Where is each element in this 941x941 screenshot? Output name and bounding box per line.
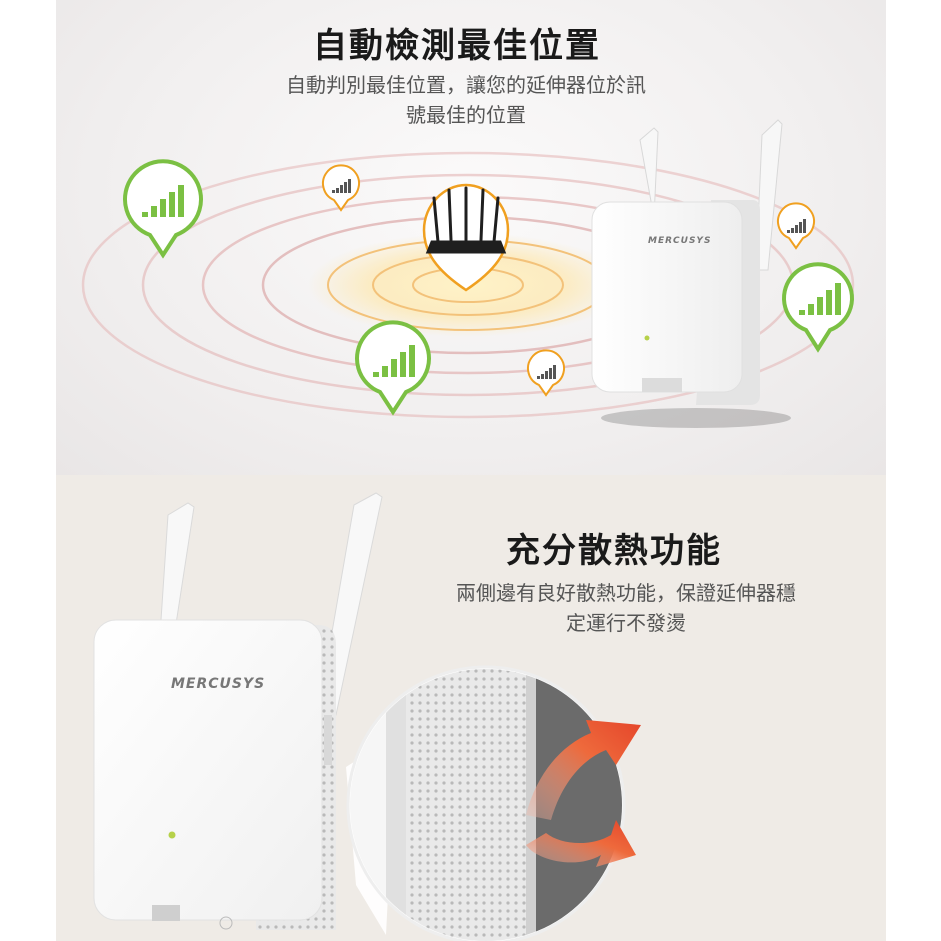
signal-weak-icon-right bbox=[777, 202, 815, 250]
signal-coverage-illustration bbox=[81, 119, 855, 428]
section-title-heat-dissipation: 充分散熱功能 bbox=[506, 531, 722, 571]
signal-weak-icon-center bbox=[527, 349, 565, 397]
description-line-2: 定運行不發燙 bbox=[566, 611, 686, 635]
section-heat-dissipation: MERCUSYS 充分散熱功能 兩側邊有良好散熱功能，保證延伸器穩 定運行不發燙 bbox=[56, 475, 886, 941]
heat-dissipation-illustration bbox=[93, 492, 641, 941]
device-brand-logo: MERCUSYS bbox=[648, 236, 712, 246]
section-auto-position: 自動檢測最佳位置 自動判別最佳位置，讓您的延伸器位於訊 號最佳的位置 bbox=[56, 0, 886, 475]
router-location-pin bbox=[422, 183, 510, 292]
extender-device-large bbox=[93, 492, 383, 930]
description-line-2: 號最佳的位置 bbox=[406, 103, 526, 127]
description-line-1: 兩側邊有良好散熱功能，保證延伸器穩 bbox=[456, 581, 796, 605]
signal-weak-icon-top bbox=[322, 164, 360, 212]
heat-flow-arrow-up bbox=[526, 720, 641, 820]
section-title-auto-position: 自動檢測最佳位置 bbox=[313, 26, 601, 66]
signal-strong-icon-right bbox=[782, 262, 854, 353]
description-line-1: 自動判別最佳位置，讓您的延伸器位於訊 bbox=[286, 73, 646, 97]
vent-zoom-callout bbox=[346, 665, 626, 941]
device-brand-logo-large: MERCUSYS bbox=[171, 676, 266, 692]
range-extender-device bbox=[591, 119, 791, 428]
router-icon bbox=[425, 186, 507, 254]
section-description-auto-position: 自動判別最佳位置，讓您的延伸器位於訊 號最佳的位置 bbox=[216, 70, 716, 130]
signal-strong-icon-center bbox=[355, 320, 431, 416]
signal-strong-icon-left bbox=[123, 159, 203, 259]
heat-flow-arrow-right bbox=[526, 820, 636, 867]
section-description-heat-dissipation: 兩側邊有良好散熱功能，保證延伸器穩 定運行不發燙 bbox=[396, 578, 856, 638]
